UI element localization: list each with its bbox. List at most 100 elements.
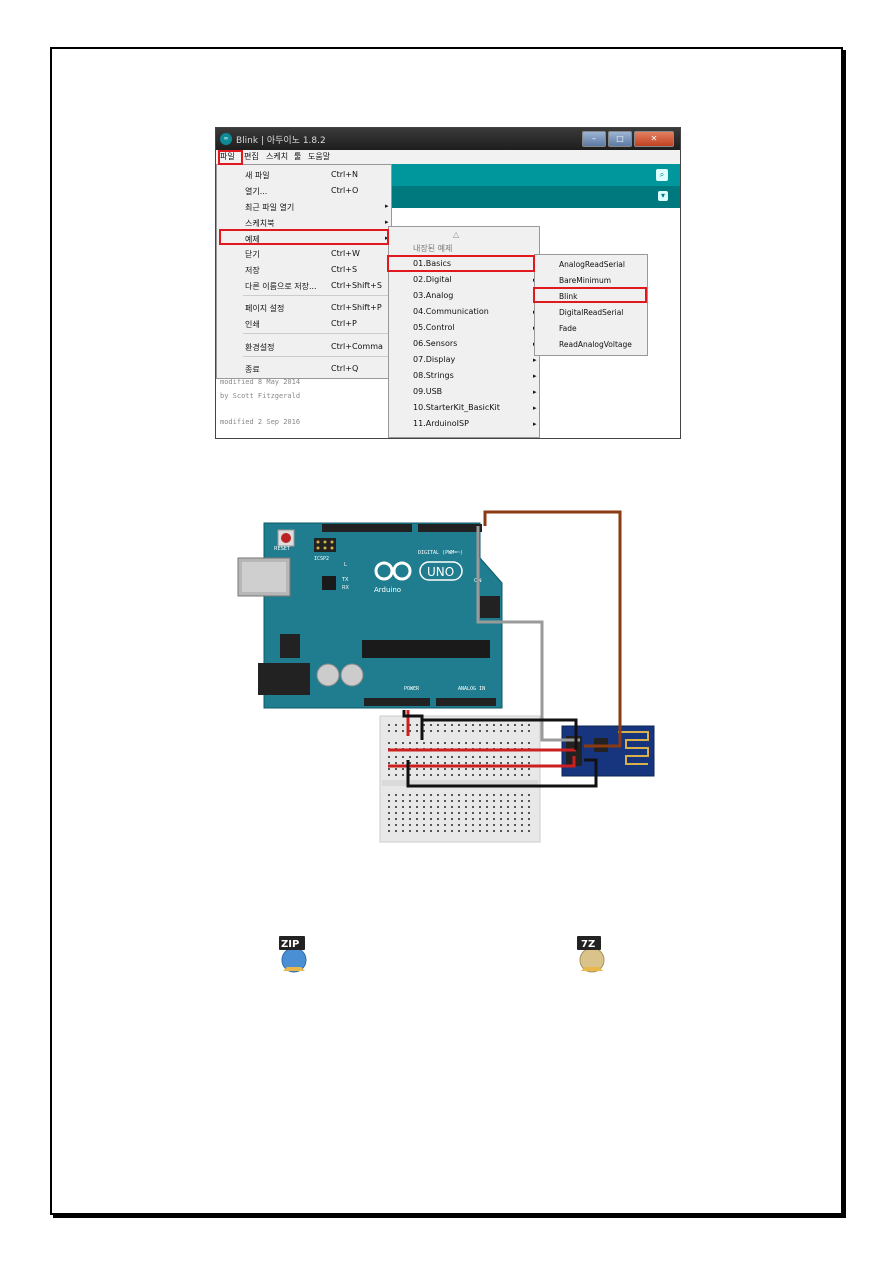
digital-label: DIGITAL (PWM=~) bbox=[418, 550, 463, 556]
menu-tools[interactable]: 툴 bbox=[294, 152, 302, 161]
shortcut: Ctrl+Q bbox=[331, 364, 359, 373]
usb-connector-inner bbox=[242, 562, 286, 592]
window-title: Blink | 아두이노 1.8.2 bbox=[236, 136, 326, 146]
basics-item[interactable]: DigitalReadSerial bbox=[559, 308, 624, 317]
example-item[interactable]: 06.Sensors bbox=[413, 339, 458, 348]
example-item[interactable]: 05.Control bbox=[413, 323, 455, 332]
example-item[interactable]: 08.Strings bbox=[413, 371, 454, 380]
basics-item[interactable]: BareMinimum bbox=[559, 276, 612, 285]
zip-label: ZIP bbox=[281, 939, 299, 950]
basics-item[interactable]: ReadAnalogVoltage bbox=[559, 340, 632, 349]
analog-label: ANALOG IN bbox=[458, 686, 485, 692]
7z-archive-icon[interactable]: 7Z bbox=[575, 935, 609, 973]
code-line: modified 8 May 2014 bbox=[220, 378, 301, 386]
menu-open-recent[interactable]: 최근 파일 열기 bbox=[245, 203, 295, 212]
reset-button-cap bbox=[281, 533, 291, 543]
highlight-file-menu bbox=[218, 150, 243, 165]
title-bar: ∞ Blink | 아두이노 1.8.2 – □ ✕ bbox=[216, 128, 680, 150]
menu-sketchbook[interactable]: 스케치북 bbox=[245, 219, 275, 228]
menu-page-setup[interactable]: 페이지 설정 bbox=[245, 304, 285, 313]
menu-help[interactable]: 도움말 bbox=[308, 152, 331, 161]
shortcut: Ctrl+Shift+P bbox=[331, 303, 382, 312]
example-item[interactable]: 02.Digital bbox=[413, 275, 452, 284]
menu-print[interactable]: 인쇄 bbox=[245, 320, 260, 329]
rx-label: RX bbox=[342, 585, 349, 591]
submenu-arrow-icon: ▸ bbox=[533, 388, 537, 396]
arduino-esp8266-wiring-diagram: RESET ICSP2 DIGITAL (PWM=~) UNO Arduino … bbox=[237, 510, 655, 843]
brand-label: Arduino bbox=[374, 586, 401, 594]
shortcut: Ctrl+W bbox=[331, 249, 360, 258]
shortcut: Ctrl+O bbox=[331, 186, 359, 195]
example-item[interactable]: 11.ArduinoISP bbox=[413, 419, 469, 428]
window-controls: – □ ✕ bbox=[582, 131, 674, 147]
digital-header-left bbox=[322, 524, 412, 532]
menu-quit[interactable]: 종료 bbox=[245, 365, 260, 374]
capacitor bbox=[316, 663, 340, 687]
tx-label: TX bbox=[341, 577, 349, 583]
maximize-button[interactable]: □ bbox=[608, 131, 632, 147]
shortcut: Ctrl+Shift+S bbox=[331, 281, 382, 290]
tab-menu-icon[interactable]: ▾ bbox=[658, 191, 668, 201]
wire-black-gnd bbox=[402, 710, 424, 740]
menu-sketch[interactable]: 스케치 bbox=[266, 152, 289, 161]
shortcut: Ctrl+P bbox=[331, 319, 357, 328]
small-chip bbox=[322, 576, 336, 590]
example-item[interactable]: 01.Basics bbox=[413, 259, 452, 268]
menu-open[interactable]: 열기... bbox=[245, 187, 268, 196]
icsp2-label: ICSP2 bbox=[314, 556, 329, 562]
power-label: POWER bbox=[404, 686, 420, 692]
menu-new[interactable]: 새 파일 bbox=[245, 171, 270, 180]
wire-brown bbox=[483, 510, 622, 748]
menu-separator bbox=[243, 295, 389, 296]
code-line: modified 2 Sep 2016 bbox=[220, 418, 301, 426]
page-border bbox=[50, 47, 843, 1215]
breadboard bbox=[379, 715, 541, 843]
submenu-arrow-icon: ▸ bbox=[533, 420, 537, 428]
menu-close[interactable]: 닫기 bbox=[245, 250, 260, 259]
minimize-button[interactable]: – bbox=[582, 131, 606, 147]
submenu-arrow-icon: ▸ bbox=[533, 372, 537, 380]
led-l-label: L bbox=[344, 562, 347, 568]
menubar: 파일 편집 스케치 툴 도움말 bbox=[216, 150, 680, 165]
example-item[interactable]: 07.Display bbox=[413, 355, 456, 364]
examples-header: 내장된 예제 bbox=[413, 244, 453, 253]
submenu-arrow-icon: ▸ bbox=[385, 218, 389, 226]
example-item[interactable]: 10.StarterKit_BasicKit bbox=[413, 403, 500, 412]
breadboard-center-channel bbox=[382, 780, 538, 786]
voltage-regulator bbox=[280, 634, 300, 658]
file-menu-dropdown: 새 파일 Ctrl+N 열기... Ctrl+O 최근 파일 열기 ▸ 스케치북… bbox=[216, 164, 392, 379]
submenu-arrow-icon: ▸ bbox=[385, 202, 389, 210]
wire-red-ch-pd bbox=[388, 756, 576, 768]
basics-item[interactable]: Blink bbox=[559, 292, 578, 301]
serial-monitor-icon[interactable]: ⌕ bbox=[656, 169, 668, 181]
arduino-ide-screenshot: ∞ Blink | 아두이노 1.8.2 – □ ✕ 파일 편집 스케치 툴 도… bbox=[215, 127, 681, 439]
menu-save[interactable]: 저장 bbox=[245, 266, 260, 275]
highlight-examples bbox=[219, 229, 389, 245]
wire-gray bbox=[476, 526, 580, 742]
arduino-logo-icon: ∞ bbox=[220, 133, 232, 145]
menu-file[interactable]: 파일 bbox=[220, 152, 235, 161]
scroll-up-icon[interactable]: △ bbox=[453, 230, 460, 239]
shortcut: Ctrl+Comma bbox=[331, 342, 383, 351]
power-header bbox=[364, 698, 430, 706]
reset-label: RESET bbox=[274, 546, 291, 552]
highlight-blink bbox=[533, 287, 647, 303]
menu-examples[interactable]: 예제 bbox=[245, 235, 260, 244]
highlight-basics bbox=[387, 255, 535, 272]
wire-black-rail bbox=[422, 718, 578, 750]
icsp2-header bbox=[314, 538, 336, 552]
examples-submenu: △ 내장된 예제 01.Basics 02.Digital 03.Analog … bbox=[388, 226, 540, 438]
example-item[interactable]: 03.Analog bbox=[413, 291, 454, 300]
example-item[interactable]: 09.USB bbox=[413, 387, 443, 396]
menu-preferences[interactable]: 환경설정 bbox=[245, 343, 275, 352]
menu-edit[interactable]: 편집 bbox=[244, 152, 259, 161]
close-button[interactable]: ✕ bbox=[634, 131, 674, 147]
zip-archive-icon[interactable]: ZIP bbox=[277, 935, 311, 973]
menu-save-as[interactable]: 다른 이름으로 저장... bbox=[245, 282, 317, 291]
esp8266-antenna bbox=[618, 731, 649, 765]
analog-header bbox=[436, 698, 496, 706]
example-item[interactable]: 04.Communication bbox=[413, 307, 489, 316]
arduino-infinity-logo bbox=[374, 561, 412, 581]
basics-item[interactable]: Fade bbox=[559, 324, 577, 333]
basics-item[interactable]: AnalogReadSerial bbox=[559, 260, 625, 269]
